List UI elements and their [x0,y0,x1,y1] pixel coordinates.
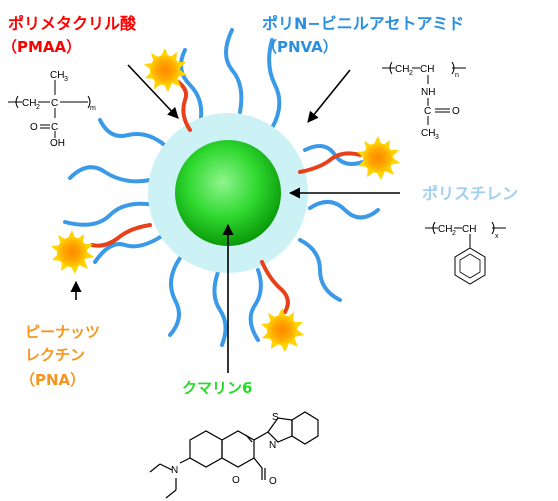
pna-line2-label: レクチン [25,346,86,364]
pna-particle [144,48,187,92]
svg-text:C: C [424,106,431,117]
coumarin6-label: クマリン6 [182,379,253,397]
pnva-chain [98,118,172,152]
svg-text:O: O [232,475,240,486]
coumarin-core [175,140,281,246]
pnva-chain [267,38,282,130]
svg-text:m: m [90,105,96,112]
arrows [70,64,400,373]
pna-line1-label: ピーナッツ [25,323,101,341]
pmaa-chain [260,260,290,314]
pnva-chain [224,28,244,114]
pnva-chain [179,48,204,127]
pnva-chain [68,165,152,184]
pna-abbr-label: （PNA） [20,371,86,389]
pmaa-chain [90,223,152,248]
pnva-chain [168,256,182,337]
ch2-text: CH [22,98,36,109]
pnva-chain [308,200,380,220]
pna-lectins [51,48,400,352]
arrow-pmaa [127,64,179,119]
pmaa-abbr-label: （PMAA） [2,38,82,56]
pmaa-chains [90,76,362,314]
svg-text:CH: CH [462,224,476,235]
pmaa-structure [8,80,91,138]
pnva-abbr-label: （PNVA） [262,38,338,56]
pnva-chain [93,234,164,264]
pna-particle [261,308,304,352]
pmaa-chain [298,151,362,174]
svg-text:OH: OH [50,138,65,149]
coumarin6-structure [149,411,319,499]
svg-text:3: 3 [64,76,68,83]
pna-particle [51,230,94,274]
pnva-chain [63,201,157,227]
pnva-chain [248,268,263,342]
pnva-structure-text: CH 2 CH n NH C O CH 3 [395,64,460,141]
pnva-name-label: ポリN−ビニルアセトアミド [262,14,465,33]
arrow-pnva [307,69,351,123]
pmaa-name-label: ポリメタクリル酸 [8,14,137,33]
polystyrene-structure-text: CH 2 CH x [438,224,499,240]
coumarin6-structure-text: N O O S N [171,412,279,487]
pna-particle [357,136,400,180]
svg-text:NH: NH [421,87,435,98]
svg-text:2: 2 [452,230,456,237]
svg-text:n: n [455,72,459,79]
svg-text:O: O [269,476,277,487]
pnva-chains [63,28,380,347]
svg-text:S: S [272,412,279,423]
svg-text:CH: CH [421,128,435,139]
polystyrene-label: ポリスチレン [422,184,519,203]
svg-text:N: N [171,465,178,476]
svg-text:C: C [51,122,58,133]
pnva-chain [298,238,342,302]
pmaa-chain [170,76,192,132]
pmaa-structure-text: CH 3 CH 2 C m C O OH [22,70,96,149]
svg-text:CH: CH [438,224,452,235]
svg-text:O: O [452,106,460,117]
svg-text:x: x [495,233,499,240]
svg-text:N: N [269,440,276,451]
svg-text:3: 3 [435,134,439,141]
svg-text:2: 2 [36,104,40,111]
polystyrene-structure [425,221,506,285]
ch3-text: CH [50,70,64,81]
pnva-structure [382,61,466,125]
svg-text:O: O [30,122,38,133]
svg-text:CH: CH [395,64,409,75]
svg-text:C: C [51,98,58,109]
svg-text:CH: CH [420,64,434,75]
pnva-chain [212,270,228,347]
svg-text:2: 2 [409,70,413,77]
